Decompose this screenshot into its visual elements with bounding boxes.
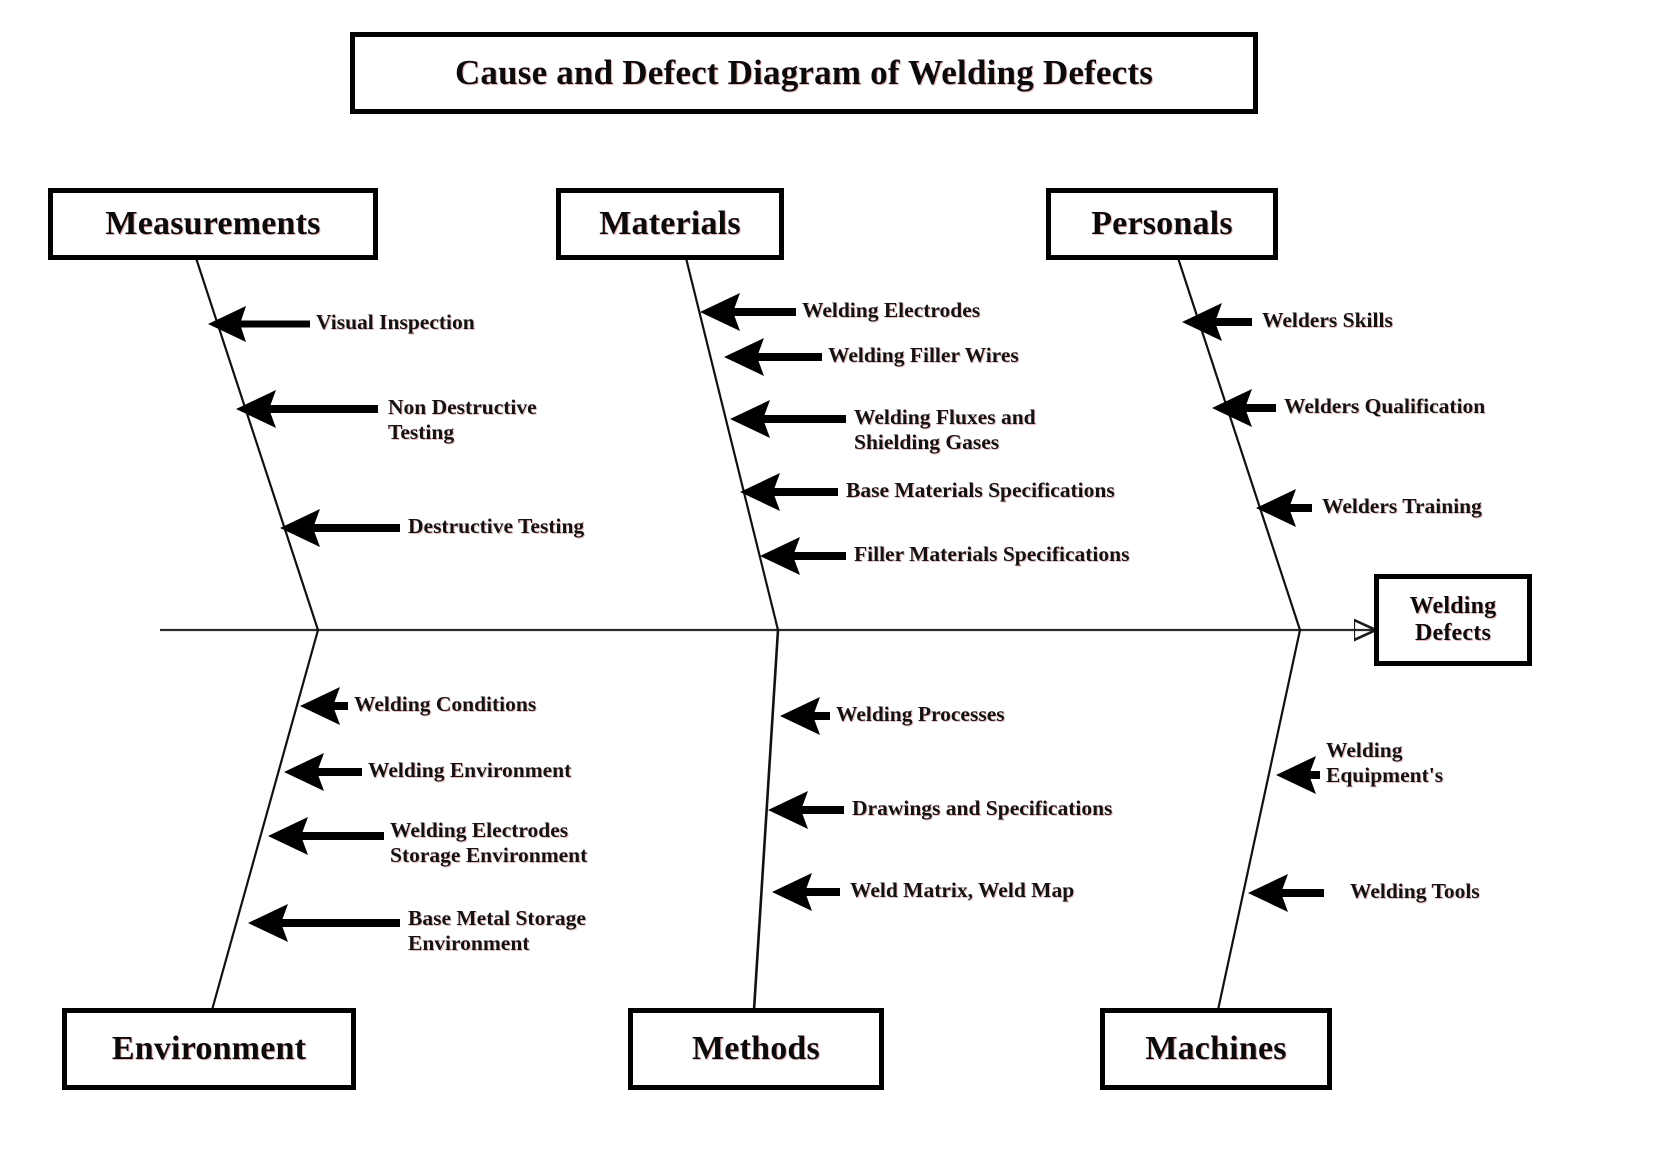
cause-arrow-destructive-testing bbox=[280, 509, 400, 547]
cause-label-welders-skills: Welders Skills bbox=[1262, 308, 1393, 332]
category-label-environment: Environment bbox=[111, 1030, 307, 1067]
rib-methods bbox=[752, 629, 780, 1011]
rib-machines bbox=[1216, 629, 1302, 1011]
cause-arrow-welding-tools bbox=[1248, 874, 1324, 912]
category-label-personals: Personals bbox=[1091, 205, 1233, 242]
cause-label-welding-fluxes-shielding-gases: Welding Fluxes and Shielding Gases bbox=[854, 405, 1036, 455]
cause-label-welding-tools: Welding Tools bbox=[1350, 879, 1480, 903]
effect-label-line1: Welding bbox=[1409, 593, 1497, 620]
cause-label-welders-training: Welders Training bbox=[1322, 494, 1482, 518]
cause-arrow-welding-environment bbox=[284, 753, 362, 791]
cause-arrow-welding-fluxes bbox=[730, 400, 846, 438]
cause-label-non-destructive-testing: Non Destructive Testing bbox=[388, 395, 537, 445]
cause-arrow-filler-materials-spec bbox=[760, 537, 846, 575]
effect-label-line2: Defects bbox=[1414, 620, 1491, 646]
category-label-methods: Methods bbox=[692, 1030, 820, 1067]
cause-arrow-weld-matrix-weld-map bbox=[772, 873, 840, 911]
cause-arrow-welders-training bbox=[1256, 489, 1312, 527]
category-label-measurements: Measurements bbox=[105, 205, 321, 242]
effect-box: Welding Defects bbox=[1374, 574, 1532, 666]
cause-label-welding-processes: Welding Processes bbox=[836, 702, 1005, 726]
cause-arrow-welding-electrodes bbox=[700, 293, 796, 331]
cause-label-drawings-and-specifications: Drawings and Specifications bbox=[852, 796, 1113, 820]
cause-label-welding-electrodes: Welding Electrodes bbox=[802, 298, 981, 322]
diagram-title-box: Cause and Defect Diagram of Welding Defe… bbox=[350, 32, 1258, 114]
cause-arrow-welders-qualification bbox=[1212, 389, 1276, 427]
cause-label-welders-qualification: Welders Qualification bbox=[1284, 394, 1486, 418]
cause-label-welding-environment: Welding Environment bbox=[368, 758, 572, 782]
cause-arrow-welders-skills bbox=[1182, 303, 1252, 341]
cause-arrow-visual-inspection bbox=[208, 306, 310, 342]
cause-arrow-welding-filler-wires bbox=[724, 338, 822, 376]
category-label-machines: Machines bbox=[1145, 1030, 1287, 1067]
cause-arrow-welding-electrodes-storage bbox=[268, 817, 384, 855]
category-box-materials: Materials bbox=[556, 188, 784, 260]
category-box-environment: Environment bbox=[62, 1008, 356, 1090]
cause-arrow-welding-conditions bbox=[300, 687, 348, 725]
rib-measurements bbox=[194, 257, 320, 631]
cause-label-destructive-testing: Destructive Testing bbox=[408, 514, 585, 538]
cause-label-welding-conditions: Welding Conditions bbox=[354, 692, 537, 716]
rib-environment bbox=[210, 629, 320, 1011]
cause-label-weld-matrix-weld-map: Weld Matrix, Weld Map bbox=[850, 878, 1075, 902]
diagram-title: Cause and Defect Diagram of Welding Defe… bbox=[454, 53, 1154, 92]
cause-label-welding-filler-wires: Welding Filler Wires bbox=[828, 343, 1019, 367]
category-box-machines: Machines bbox=[1100, 1008, 1332, 1090]
cause-arrow-base-materials-spec bbox=[740, 473, 838, 511]
cause-arrow-welding-processes bbox=[780, 697, 830, 735]
cause-arrow-non-destructive-testing bbox=[236, 390, 378, 428]
cause-arrow-base-metal-storage bbox=[248, 904, 400, 942]
cause-label-welding-equipments: Welding Equipment's bbox=[1326, 738, 1444, 788]
rib-materials bbox=[684, 257, 780, 631]
category-box-personals: Personals bbox=[1046, 188, 1278, 260]
cause-label-base-metal-storage-environment: Base Metal Storage Environment bbox=[408, 906, 586, 956]
category-label-materials: Materials bbox=[599, 205, 741, 242]
cause-arrow-drawings-and-specifications bbox=[768, 791, 844, 829]
category-box-measurements: Measurements bbox=[48, 188, 378, 260]
cause-label-filler-materials-specifications: Filler Materials Specifications bbox=[854, 542, 1130, 566]
cause-label-visual-inspection: Visual Inspection bbox=[316, 310, 475, 334]
cause-arrow-welding-equipments bbox=[1276, 756, 1320, 794]
cause-label-welding-electrodes-storage-environment: Welding Electrodes Storage Environment bbox=[390, 818, 588, 868]
cause-label-base-materials-specifications: Base Materials Specifications bbox=[846, 478, 1115, 502]
category-box-methods: Methods bbox=[628, 1008, 884, 1090]
